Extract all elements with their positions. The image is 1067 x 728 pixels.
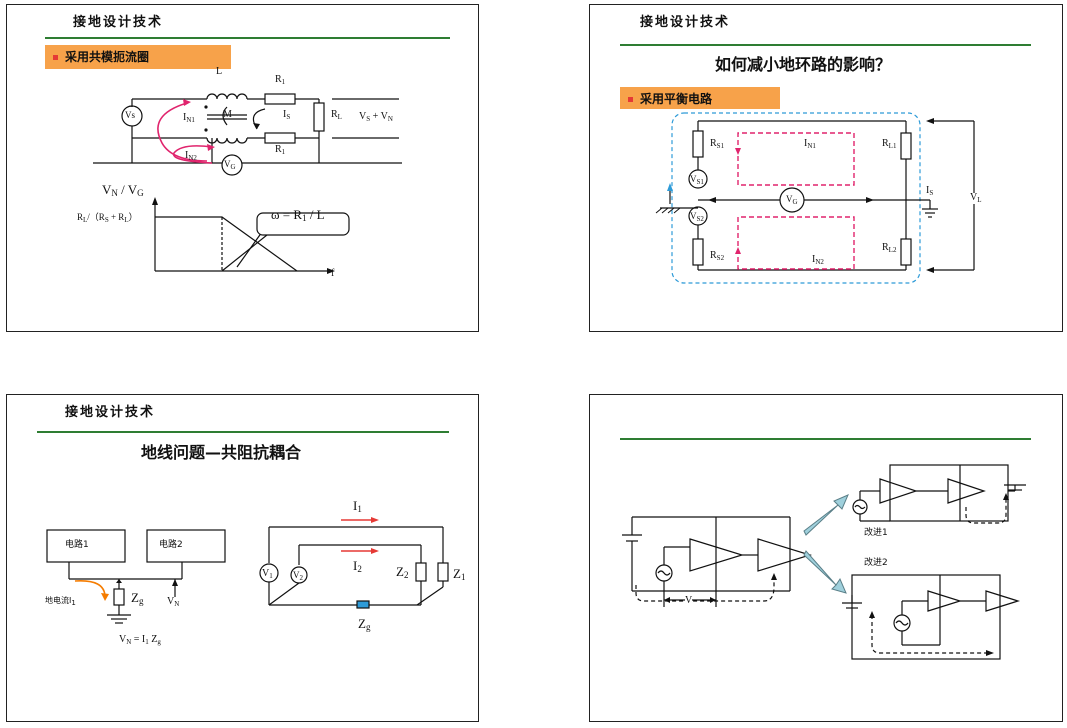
label-M: M: [223, 109, 232, 120]
choke-circuit-diagram: [93, 93, 402, 274]
cutoff-frequency-callout: ω = R1 / L: [271, 207, 325, 223]
label-IN1: IN1: [183, 112, 195, 124]
slide-balanced-circuit[interactable]: 接地设计技术 如何减小地环路的影响？ 采用平衡电路: [589, 4, 1063, 332]
slide-header: 接地设计技术: [65, 405, 156, 420]
ground-current-label: 地电流I1: [45, 596, 76, 607]
label-VN: VN: [167, 596, 180, 608]
header-divider: [620, 44, 1031, 46]
label-IN2: IN2: [185, 150, 197, 162]
label-RL: RL: [331, 109, 342, 121]
header-divider: [620, 438, 1031, 440]
label-VL: VL: [970, 192, 982, 204]
slide-title: 如何减小地环路的影响？: [715, 55, 892, 74]
label-RS1: RS1: [710, 138, 725, 150]
label-Z1: Z1: [453, 566, 466, 582]
label-IS: IS: [283, 109, 291, 121]
label-I1: I1: [353, 498, 362, 514]
bullet-icon: [53, 55, 58, 60]
header-divider: [45, 37, 450, 39]
improvement-1-label: 改进1: [864, 528, 888, 538]
slide-common-impedance-coupling[interactable]: 接地设计技术 地线问题—共阻抗耦合: [6, 394, 479, 722]
label-VG: VG: [224, 159, 236, 171]
topic-tag-label: 采用共模扼流圈: [65, 50, 150, 64]
label-VS: Vs: [125, 110, 136, 120]
label-L: L: [216, 66, 223, 77]
graph-y-axis-label: VN / VG: [102, 182, 144, 198]
label-VS2: VS2: [690, 211, 704, 223]
improvement-2-label: 改进2: [864, 558, 888, 568]
balanced-circuit-diagram: [655, 112, 975, 284]
slide-title: 地线问题—共阻抗耦合: [141, 443, 302, 462]
label-R1-top: R1: [275, 74, 286, 86]
header-divider: [37, 431, 449, 433]
slide-ground-loop-improvements[interactable]: 改进1 改进2 V: [589, 394, 1063, 722]
label-RL1: RL1: [882, 138, 897, 150]
bullet-icon: [628, 97, 633, 102]
graph-plateau-label: RL/（RS + RL）: [77, 212, 138, 224]
label-VG: VG: [786, 194, 798, 206]
noise-voltage-equation: VN = I1 Zg: [119, 634, 161, 646]
topic-tag: 采用共模扼流圈: [45, 45, 231, 69]
label-IN2: IN2: [812, 254, 824, 266]
improvement-diagrams: [622, 464, 1026, 660]
topic-tag: 采用平衡电路: [620, 87, 780, 109]
label-R1-bottom: R1: [275, 144, 286, 156]
label-VS1: VS1: [690, 174, 704, 186]
label-Zg-right: Zg: [358, 616, 371, 632]
circuit-2-label: 电路2: [159, 540, 183, 550]
label-IN1: IN1: [804, 138, 816, 150]
label-VS-plus-VN: VS + VN: [359, 111, 393, 123]
label-V: V: [685, 595, 693, 606]
slide-common-mode-choke[interactable]: 接地设计技术 采用共模扼流圈: [6, 4, 479, 332]
topic-tag-label: 采用平衡电路: [640, 92, 713, 106]
graph-x-axis-label: f: [331, 268, 335, 279]
slide-header: 接地设计技术: [73, 15, 164, 30]
label-V2: V2: [293, 570, 303, 582]
label-V1: V1: [262, 568, 273, 580]
label-Zg-left: Zg: [131, 590, 144, 606]
impedance-coupling-diagram: [46, 517, 449, 624]
label-I2: I2: [353, 558, 362, 574]
label-RL2: RL2: [882, 242, 897, 254]
circuit-1-label: 电路1: [65, 540, 89, 550]
slide-header: 接地设计技术: [640, 15, 731, 30]
label-RS2: RS2: [710, 250, 725, 262]
label-Z2: Z2: [396, 564, 409, 580]
label-IS: IS: [926, 185, 934, 197]
